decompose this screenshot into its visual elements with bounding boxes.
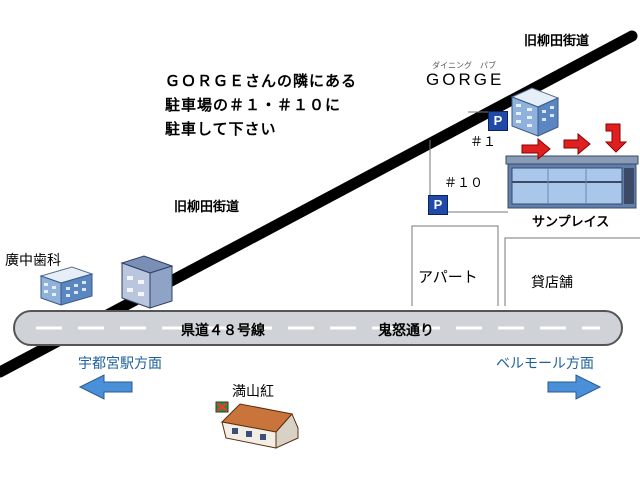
gorge-label: GORGE bbox=[426, 70, 505, 89]
instruction-line-1: ＧＯＲＧＥさんの隣にある bbox=[165, 72, 358, 90]
dental-clinic-label: 廣中歯科 bbox=[5, 253, 61, 269]
instruction-line-3: 駐車して下さい bbox=[165, 120, 277, 138]
parking-icon-1: P bbox=[488, 111, 508, 131]
arrow-left-icon bbox=[78, 374, 133, 400]
old-road-label-top: 旧柳田街道 bbox=[524, 34, 590, 49]
red-arrow-icons bbox=[521, 123, 628, 161]
gorge-building-icon bbox=[510, 87, 560, 137]
rental-store-plot bbox=[504, 237, 640, 306]
rental-store-label: 貸店舗 bbox=[531, 275, 573, 291]
prefectural-road-48 bbox=[13, 310, 623, 346]
mankoko-restaurant-icon bbox=[215, 401, 299, 449]
instruction-line-2: 駐車場の＃１・＃１０に bbox=[165, 96, 342, 114]
apartment-plot bbox=[411, 225, 499, 306]
sunplace-label: サンプレイス bbox=[532, 215, 610, 230]
parking-icon-10: P bbox=[428, 195, 448, 215]
apartment-label: アパート bbox=[418, 268, 478, 286]
parking-spot-1-label: ＃１ bbox=[470, 135, 497, 150]
roadside-building-icon bbox=[120, 255, 174, 309]
utsunomiya-direction-label: 宇都宮駅方面 bbox=[78, 356, 162, 372]
old-road-label-mid: 旧柳田街道 bbox=[174, 200, 240, 215]
gorge-ruby: ダイニング パブ bbox=[432, 61, 496, 70]
arrow-right-icon bbox=[547, 374, 602, 400]
dental-clinic-building-icon bbox=[39, 266, 94, 306]
prefectural-road-label: 県道４８号線 bbox=[181, 323, 265, 339]
mankoko-label: 満山紅 bbox=[232, 384, 274, 400]
parking-spot-10-label: ＃１０ bbox=[444, 176, 484, 191]
kinu-dori-label: 鬼怒通り bbox=[378, 323, 434, 339]
bellmall-direction-label: ベルモール方面 bbox=[496, 356, 594, 372]
sunplace-building-icon bbox=[505, 155, 639, 209]
